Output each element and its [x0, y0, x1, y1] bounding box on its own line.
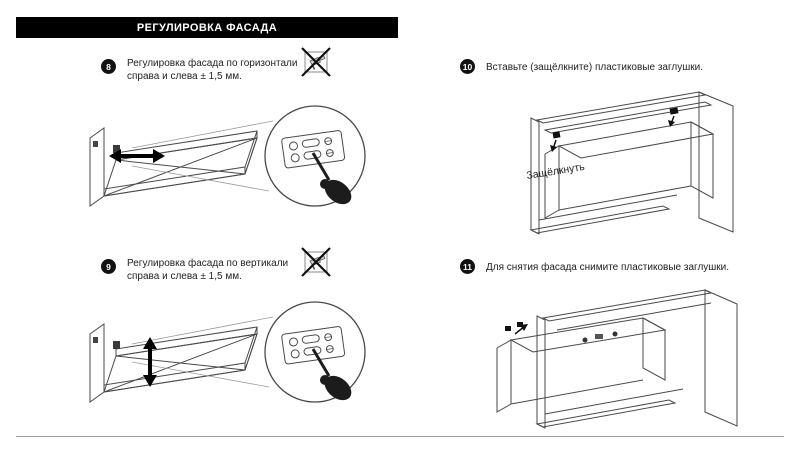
step9-illustration — [88, 300, 367, 407]
drawer — [496, 317, 667, 413]
step-instruction: Регулировка фасада по горизонтали справа… — [127, 58, 298, 82]
double-arrow-vertical-icon — [143, 337, 157, 387]
section-title: РЕГУЛИРОВКА ФАСАДА — [136, 21, 278, 34]
double-arrow-horizontal-icon — [109, 149, 165, 163]
drawer-isometric — [88, 300, 367, 407]
cabinet-frame — [529, 91, 734, 235]
step-instruction: Регулировка фасада по вертикали справа и… — [127, 258, 289, 282]
plastic-plug-icon — [550, 107, 679, 152]
step-number-badge: 10 — [460, 59, 475, 74]
cabinet-frame — [535, 289, 738, 429]
step8-illustration — [88, 104, 367, 211]
page-bottom-rule — [16, 436, 784, 437]
step-number-badge: 11 — [460, 259, 475, 274]
step11-illustration — [496, 289, 738, 429]
step-number-badge: 9 — [101, 259, 116, 274]
step-number-badge: 8 — [101, 59, 116, 74]
step10-illustration: Защёлкнуть — [526, 91, 734, 235]
step-instruction: Вставьте (защёлкните) пластиковые заглуш… — [486, 62, 704, 73]
step-instruction: Для снятия фасада снимите пластиковые за… — [486, 262, 730, 273]
section-title-bar: РЕГУЛИРОВКА ФАСАДА — [16, 17, 398, 38]
plastic-plug-icon — [505, 322, 528, 335]
crossed-out-drill-icon — [301, 247, 331, 277]
crossed-out-drill-icon — [301, 47, 331, 77]
snap-label: Защёлкнуть — [526, 161, 586, 182]
